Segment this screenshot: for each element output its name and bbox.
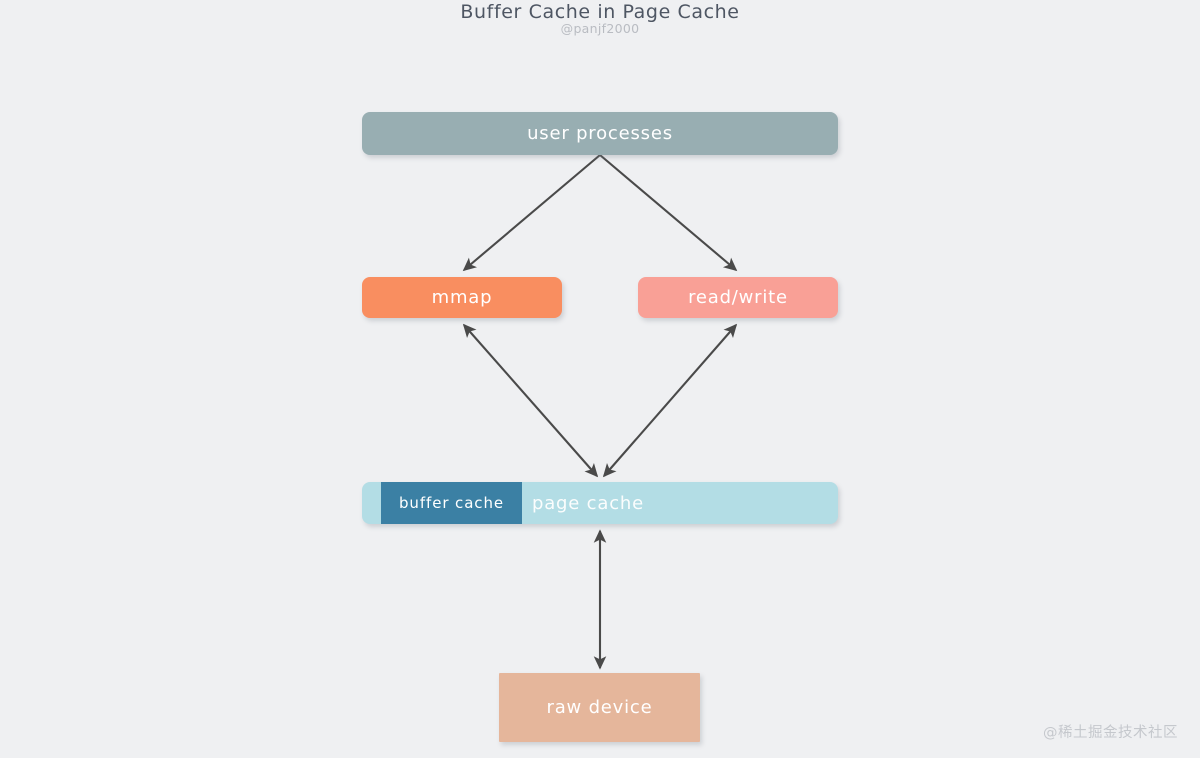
page-subtitle: @panjf2000 — [560, 21, 640, 36]
node-mmap-label: mmap — [431, 287, 493, 308]
watermark: @稀土掘金技术社区 — [1043, 725, 1178, 741]
node-user-processes[interactable]: user processes — [362, 112, 838, 155]
node-raw-device[interactable]: raw device — [499, 673, 700, 742]
edge-user-processes-to-mmap — [462, 154, 601, 272]
edge-mmap-to-page-cache — [462, 323, 599, 478]
node-page-cache-label: page cache — [532, 492, 644, 514]
node-user-processes-label: user processes — [527, 123, 673, 144]
node-read-write-label: read/write — [688, 287, 788, 308]
edge-user-processes-to-read-write — [599, 154, 738, 272]
node-mmap[interactable]: mmap — [362, 277, 562, 318]
edge-read-write-to-page-cache — [602, 323, 738, 478]
node-buffer-cache[interactable]: buffer cache — [381, 482, 522, 524]
node-read-write[interactable]: read/write — [638, 277, 838, 318]
page-title: Buffer Cache in Page Cache — [460, 1, 740, 23]
node-buffer-cache-label: buffer cache — [399, 494, 504, 512]
node-raw-device-label: raw device — [546, 697, 653, 718]
